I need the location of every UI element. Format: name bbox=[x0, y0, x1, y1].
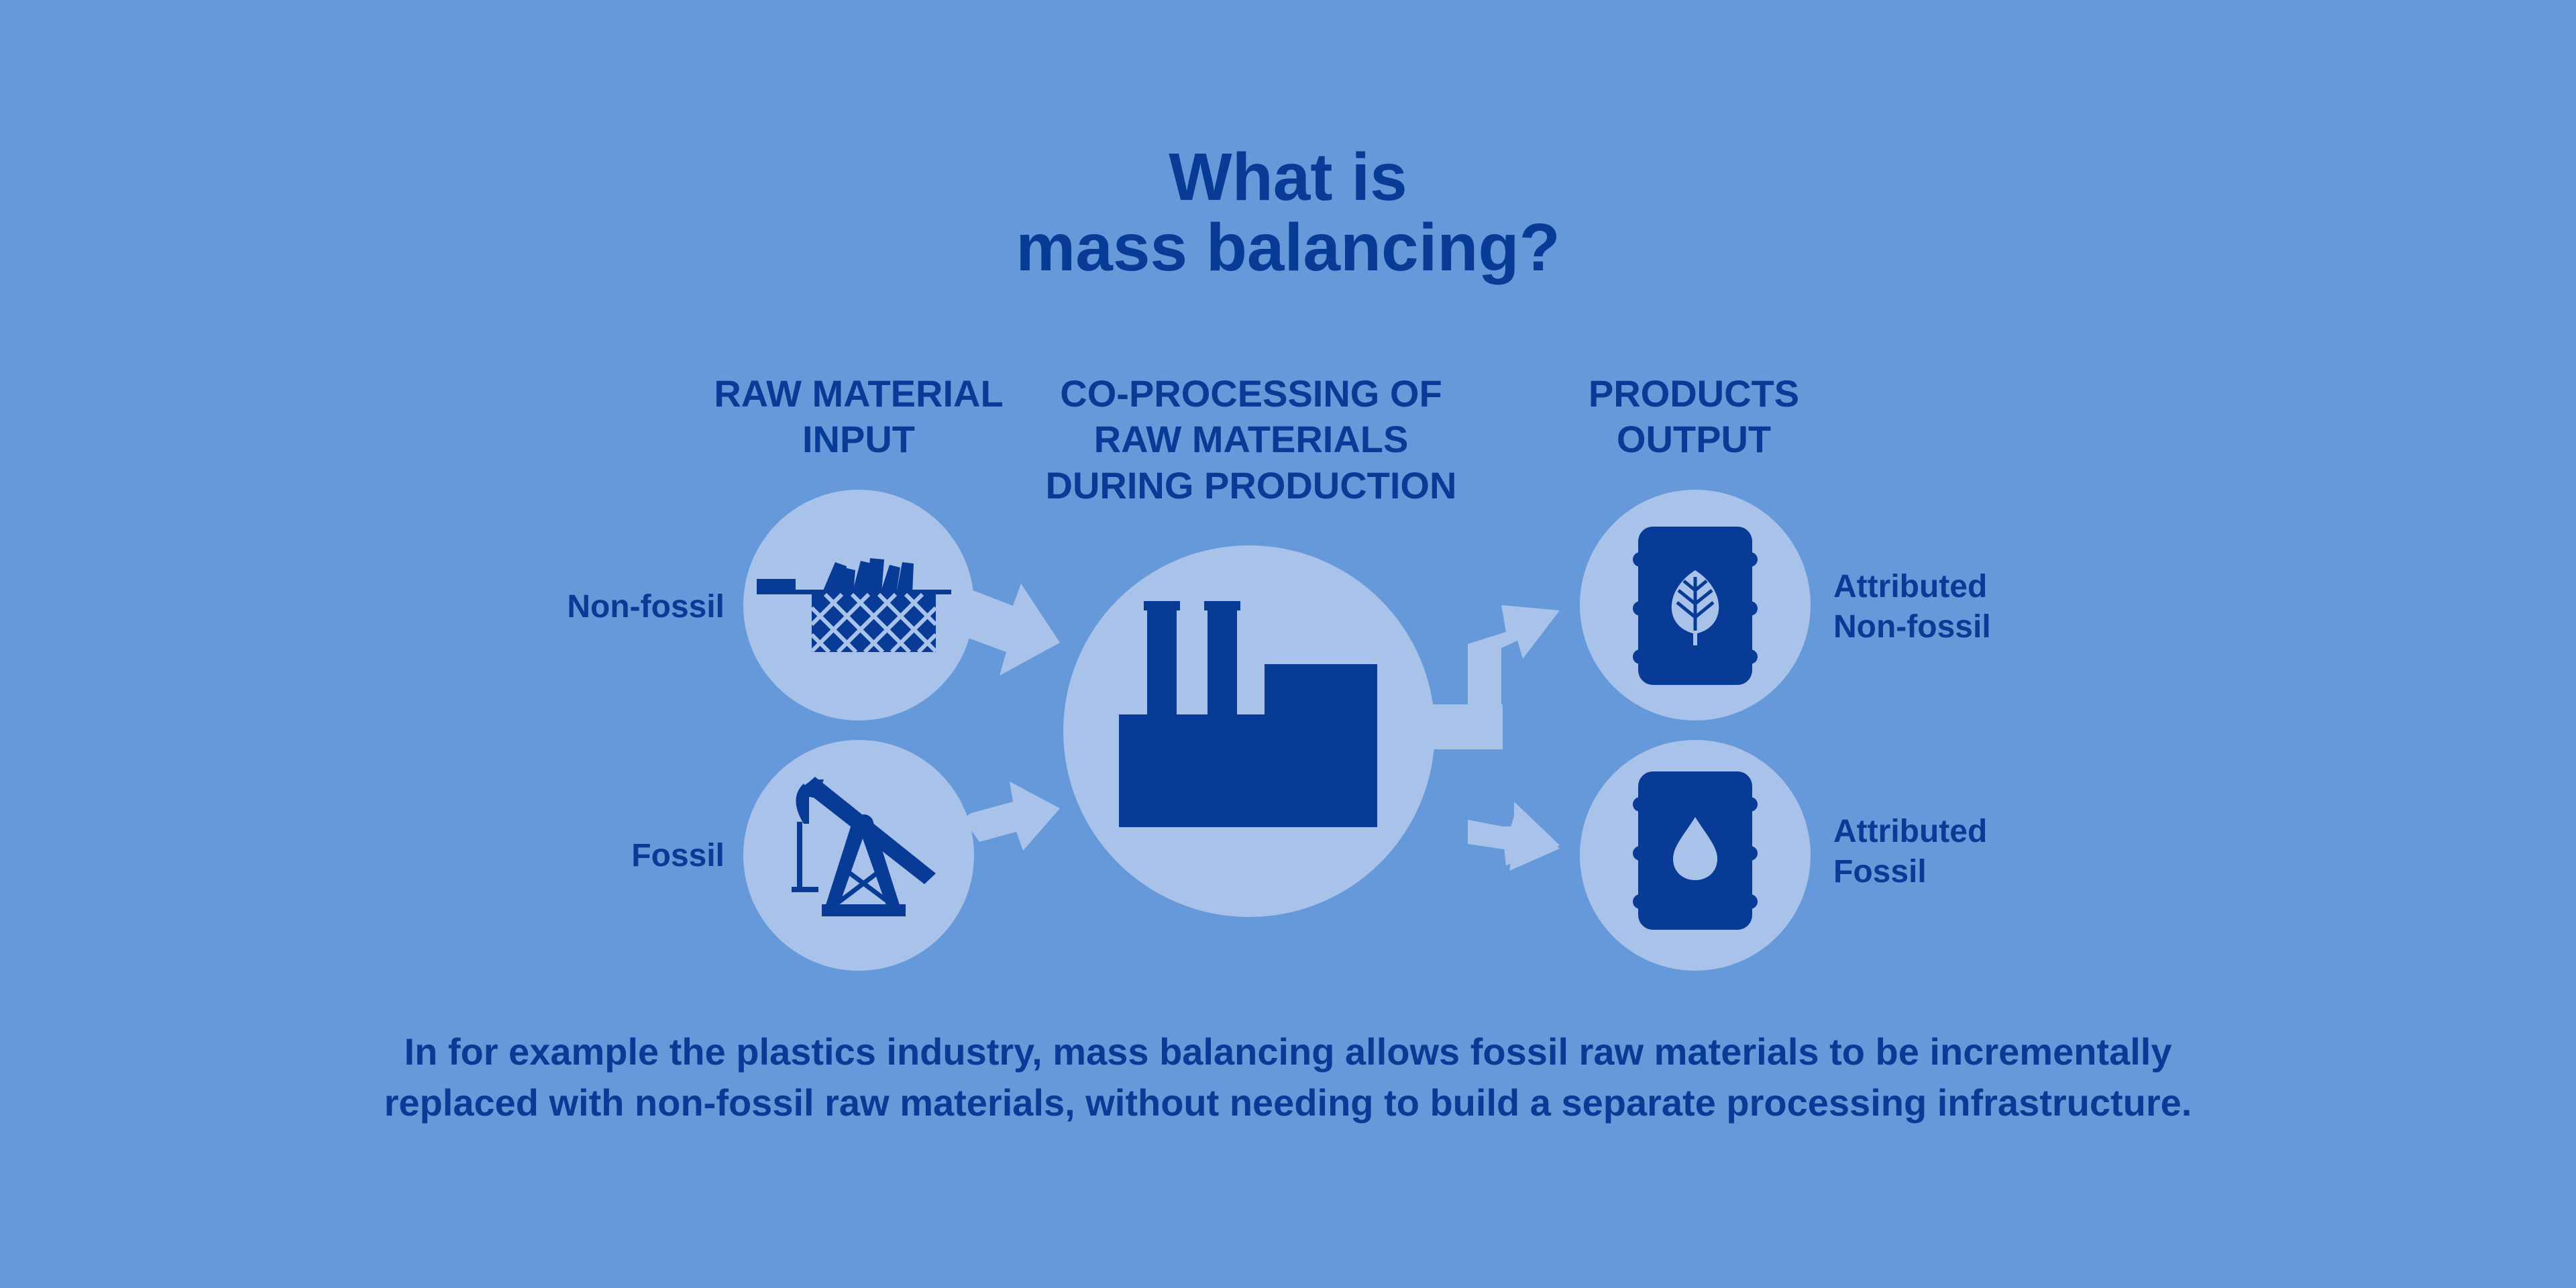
arrows bbox=[959, 584, 1560, 871]
barrel-drop-icon bbox=[1633, 771, 1758, 930]
oil-pump-jack-icon bbox=[792, 777, 936, 916]
output-column-header: PRODUCTS OUTPUT bbox=[1588, 372, 1800, 461]
processing-column-header: CO-PROCESSING OF RAW MATERIALS DURING PR… bbox=[1045, 372, 1457, 506]
attributed-fossil-label: Attributed Fossil bbox=[1833, 814, 1988, 890]
fossil-input-arrow bbox=[963, 782, 1060, 851]
attributed-non-fossil-label: Attributed Non-fossil bbox=[1833, 569, 1991, 645]
input-column-header: RAW MATERIAL INPUT bbox=[714, 372, 1004, 461]
non-fossil-input-arrow bbox=[959, 584, 1060, 676]
page-title: What is mass balancing? bbox=[1016, 140, 1560, 285]
factory-icon bbox=[1119, 601, 1377, 827]
fossil-input-label: Fossil bbox=[631, 838, 724, 873]
barrel-leaf-icon bbox=[1633, 527, 1758, 685]
fossil-input-circle bbox=[743, 740, 974, 971]
output-branch-arrows bbox=[1429, 605, 1560, 871]
footer-description: In for example the plastics industry, ma… bbox=[384, 1030, 2192, 1124]
non-fossil-input-label: Non-fossil bbox=[567, 589, 724, 625]
biomass-basket-icon bbox=[757, 558, 951, 654]
